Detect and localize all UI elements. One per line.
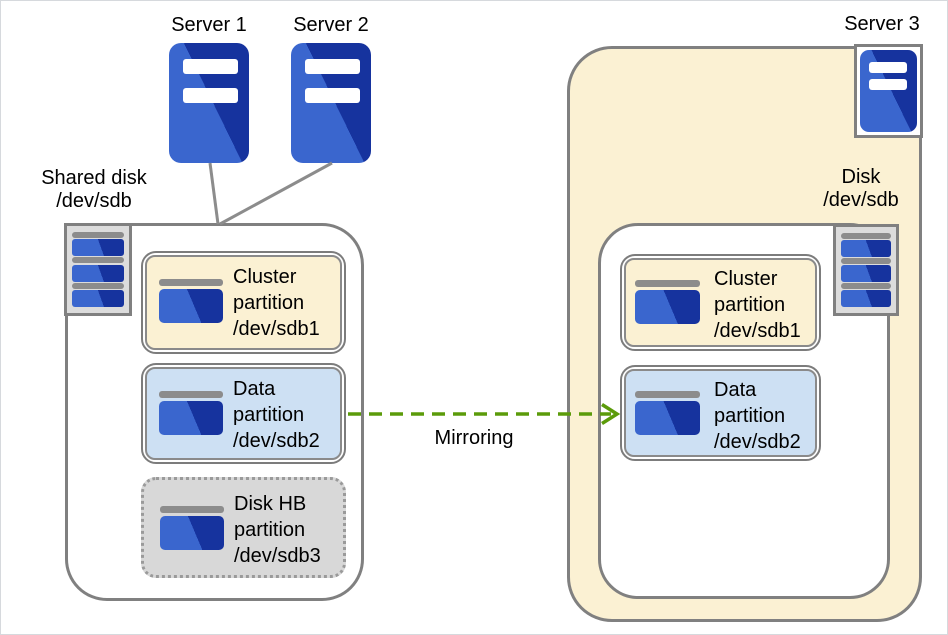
disk-platter bbox=[841, 240, 891, 257]
drive-body bbox=[159, 289, 223, 323]
partition-label-line: partition bbox=[714, 405, 786, 427]
partition-label-line: Cluster bbox=[714, 268, 778, 290]
drive-icon bbox=[635, 391, 700, 435]
disk-bar bbox=[841, 283, 891, 289]
mirror-disk-stack-icon bbox=[833, 224, 899, 316]
partition-label-line: /dev/sdb1 bbox=[714, 320, 801, 342]
disk-bar bbox=[841, 233, 891, 239]
server3-label: Server 3 bbox=[844, 13, 920, 35]
drive-body bbox=[635, 290, 700, 324]
server2-label: Server 2 bbox=[293, 14, 369, 36]
server-slot-bar bbox=[305, 59, 360, 74]
drive-bar bbox=[160, 506, 224, 513]
partition-label: Cluster partition /dev/sdb1 bbox=[714, 266, 801, 344]
server2-icon bbox=[291, 43, 371, 163]
partition-inner-ring bbox=[624, 258, 817, 347]
partition-label-line: Disk HB bbox=[234, 493, 307, 515]
drive-bar bbox=[159, 279, 223, 286]
partition-label-line: partition bbox=[233, 292, 305, 314]
server-slot-bar bbox=[305, 88, 360, 103]
drive-bar bbox=[635, 391, 700, 398]
drive-icon bbox=[160, 506, 224, 550]
server1-label: Server 1 bbox=[171, 14, 247, 36]
drive-icon bbox=[159, 391, 223, 435]
server-slot-bar bbox=[869, 62, 907, 73]
disk-bar bbox=[841, 258, 891, 264]
partition-label-line: /dev/sdb1 bbox=[233, 318, 320, 340]
partition-label-line: Cluster bbox=[233, 266, 297, 288]
partition-label-line: /dev/sdb2 bbox=[714, 431, 801, 453]
server-slot-bar bbox=[869, 79, 907, 90]
server2-connector-line bbox=[219, 161, 333, 226]
disk-label-line2: /dev/sdb bbox=[823, 189, 899, 211]
partition-label: Data partition /dev/sdb2 bbox=[233, 376, 320, 454]
server1-connector-line bbox=[208, 162, 220, 225]
server-slot-bar bbox=[183, 59, 238, 74]
disk-platter bbox=[72, 239, 124, 257]
mirror-cluster-partition: Cluster partition /dev/sdb1 bbox=[620, 254, 821, 351]
drive-bar bbox=[159, 391, 223, 398]
shared-data-partition: Data partition /dev/sdb2 bbox=[141, 363, 346, 464]
server1-icon bbox=[169, 43, 249, 163]
partition-label-line: partition bbox=[234, 519, 306, 541]
server-slot-bar bbox=[183, 88, 238, 103]
shared-disk-stack-icon bbox=[64, 223, 132, 316]
disk-platter bbox=[841, 290, 891, 307]
partition-label: Data partition /dev/sdb2 bbox=[714, 377, 801, 455]
partition-label-line: Data bbox=[714, 379, 757, 401]
shared-cluster-partition: Cluster partition /dev/sdb1 bbox=[141, 251, 346, 354]
disk-platter bbox=[72, 289, 124, 307]
partition-label-line: partition bbox=[714, 294, 786, 316]
server3-icon-box bbox=[854, 44, 923, 138]
partition-label-line: partition bbox=[233, 404, 305, 426]
mirroring-label: Mirroring bbox=[434, 427, 514, 449]
drive-icon bbox=[159, 279, 223, 323]
disk-platter bbox=[841, 265, 891, 282]
disk-bar bbox=[72, 232, 124, 238]
partition-label-line: /dev/sdb2 bbox=[233, 430, 320, 452]
drive-body bbox=[159, 401, 223, 435]
shared-disk-label-line1: Shared disk bbox=[41, 167, 147, 189]
disk-bar bbox=[72, 257, 124, 264]
mirror-data-partition: Data partition /dev/sdb2 bbox=[620, 365, 821, 461]
disk-hb-partition: Disk HB partition /dev/sdb3 bbox=[141, 477, 346, 578]
disk-label: Disk /dev/sdb bbox=[802, 166, 920, 212]
partition-label: Disk HB partition /dev/sdb3 bbox=[234, 491, 321, 569]
shared-disk-label-line2: /dev/sdb bbox=[56, 190, 132, 212]
disk-label-line1: Disk bbox=[841, 166, 881, 188]
drive-body bbox=[635, 401, 700, 435]
partition-label-line: /dev/sdb3 bbox=[234, 545, 321, 567]
partition-label-line: Data bbox=[233, 378, 276, 400]
drive-bar bbox=[635, 280, 700, 287]
drive-body bbox=[160, 516, 224, 550]
drive-icon bbox=[635, 280, 700, 324]
disk-bar bbox=[72, 282, 124, 289]
partition-label: Cluster partition /dev/sdb1 bbox=[233, 264, 320, 342]
shared-disk-label: Shared disk /dev/sdb bbox=[17, 167, 171, 213]
disk-platter bbox=[72, 264, 124, 282]
server3-icon bbox=[860, 50, 917, 132]
